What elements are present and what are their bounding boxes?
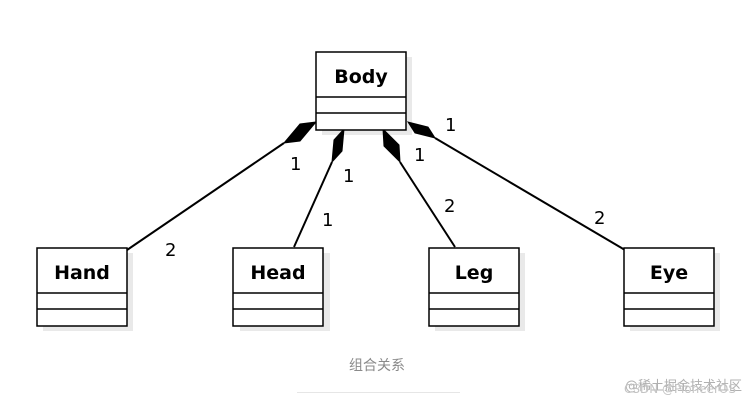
class-name-leg: Leg [455, 262, 494, 284]
link-body-leg [399, 161, 456, 248]
multiplicity-labels: 1 2 1 1 1 2 1 2 [165, 115, 605, 261]
composition-diamonds [282, 121, 437, 164]
class-box-body: Body [315, 51, 407, 131]
mult-leg-part: 2 [444, 196, 455, 217]
diamond-hand [282, 121, 318, 144]
class-box-eye: Eye [623, 247, 715, 327]
class-box-head: Head [232, 247, 324, 327]
mult-leg-whole: 1 [414, 145, 425, 166]
watermark-juejin: @稀土掘金技术社区 [624, 379, 742, 394]
class-name-body: Body [334, 66, 388, 88]
mult-eye-part: 2 [594, 208, 605, 229]
link-body-head [293, 161, 333, 248]
link-body-hand [126, 142, 285, 251]
class-name-eye: Eye [650, 262, 688, 284]
class-name-hand: Hand [54, 262, 110, 284]
figure-caption: 组合关系 [349, 358, 405, 374]
mult-head-part: 1 [322, 210, 333, 231]
diamond-eye [406, 121, 437, 139]
mult-hand-whole: 1 [290, 154, 301, 175]
mult-head-whole: 1 [343, 166, 354, 187]
diamond-head [331, 127, 345, 164]
class-box-hand: Hand [36, 247, 128, 327]
mult-eye-whole: 1 [445, 115, 456, 136]
diamond-leg [382, 127, 401, 164]
class-name-head: Head [250, 262, 305, 284]
class-box-leg: Leg [428, 247, 520, 327]
mult-hand-part: 2 [165, 240, 176, 261]
link-body-eye [434, 137, 626, 251]
watermark-csdn: CSDN @PioneerOS [623, 382, 736, 396]
composition-links [126, 137, 626, 251]
caption-divider [297, 392, 460, 393]
